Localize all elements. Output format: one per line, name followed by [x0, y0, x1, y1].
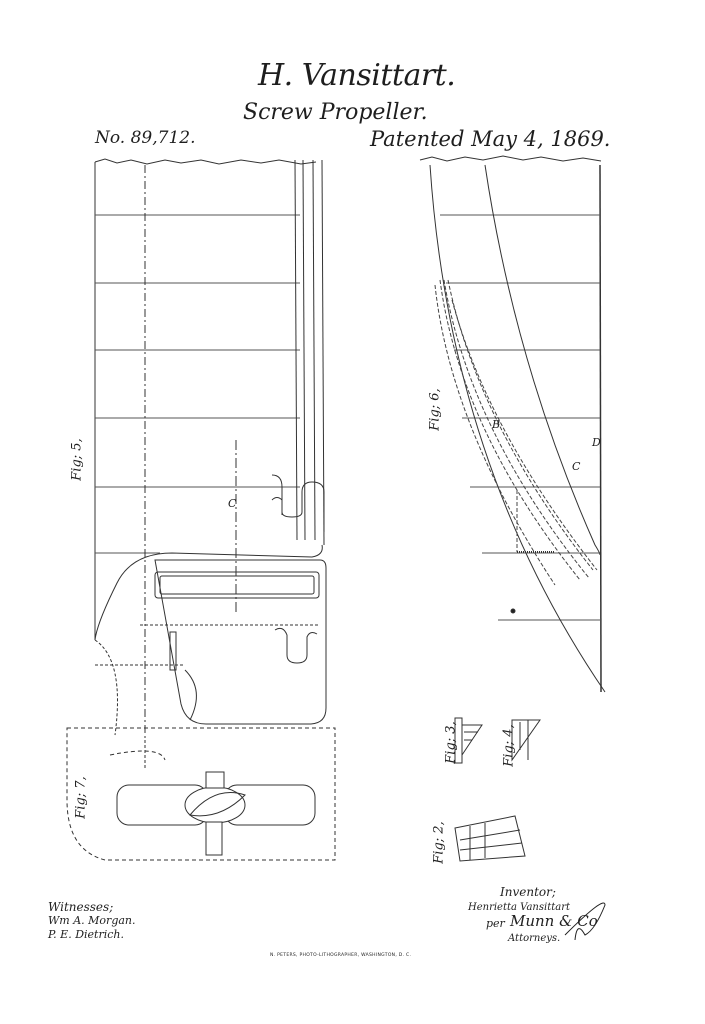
fig6-label: Fig; 6,	[428, 388, 443, 430]
fig3-label: Fig; 3,	[444, 721, 459, 763]
attorneys-label: Attorneys.	[508, 933, 560, 944]
witness-1-signature: Wm A. Morgan.	[48, 914, 136, 927]
fig2-label: Fig; 2,	[432, 821, 447, 863]
fig7-drawing	[67, 728, 335, 860]
printer-credit: N. PETERS, PHOTO-LITHOGRAPHER, WASHINGTO…	[270, 953, 411, 958]
fig5-letter-c: C	[228, 497, 236, 510]
fig2-drawing	[455, 816, 525, 861]
fig6-drawing	[420, 156, 605, 692]
fig4-label: Fig; 4,	[502, 724, 517, 766]
fig6-letter-c: C	[572, 460, 580, 473]
witness-2-signature: P. E. Dietrich.	[48, 928, 124, 941]
inventor-label: Inventor;	[500, 885, 556, 899]
fig5-label: Fig; 5,	[70, 438, 85, 480]
per-label: per	[486, 917, 505, 930]
fig5-drawing	[95, 159, 326, 740]
fig7-label: Fig; 7,	[74, 776, 89, 818]
fig6-letter-d: D	[592, 436, 601, 449]
fig3-drawing	[455, 718, 482, 763]
fig6-letter-b: B	[492, 418, 500, 431]
witnesses-label: Witnesses;	[48, 900, 113, 914]
attorney-signature: Munn & Co	[510, 912, 598, 930]
